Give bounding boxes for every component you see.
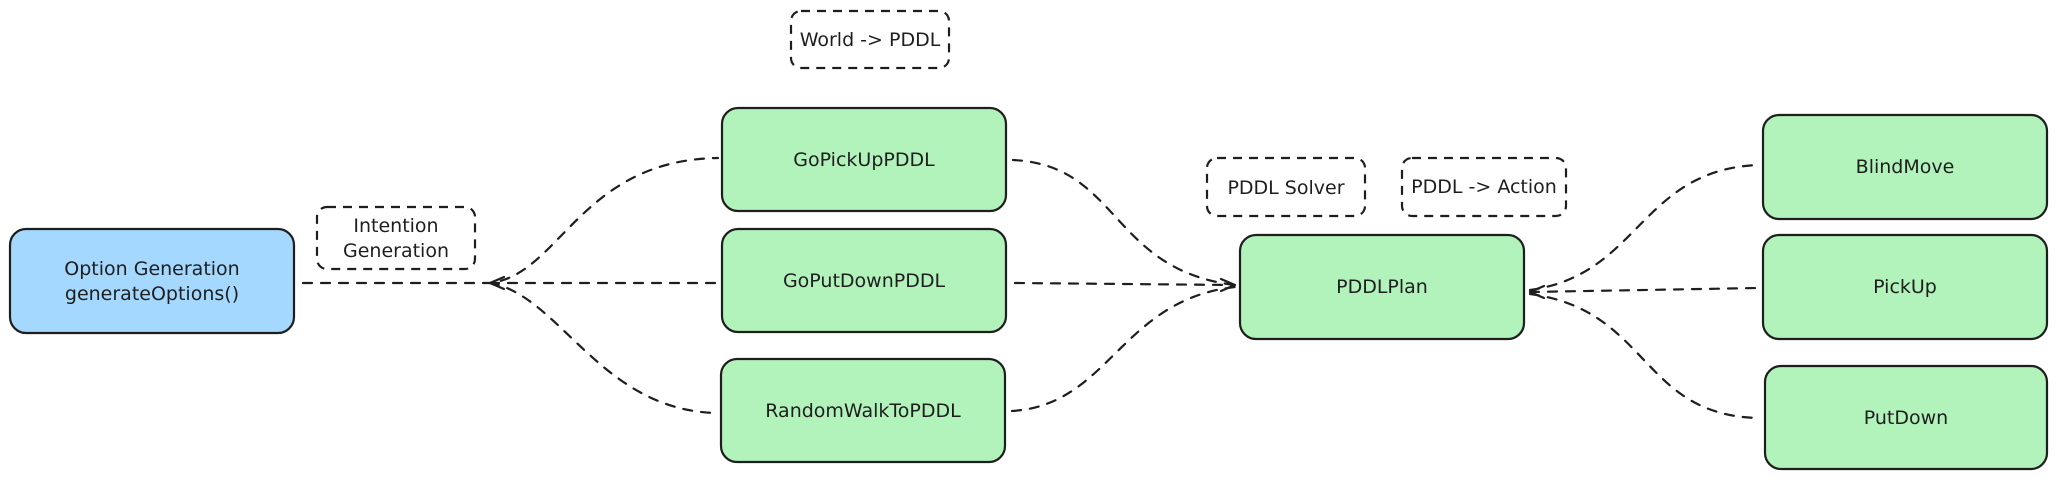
random-walk-to-pddl-label: RandomWalkToPDDL	[765, 400, 961, 422]
connectors-left	[301, 156, 720, 415]
arrowhead-branch	[488, 275, 506, 291]
connector-plan-to-putdown	[1528, 292, 1760, 420]
random-walk-to-pddl-node: RandomWalkToPDDL	[719, 357, 1007, 464]
pddl-solver-label: PDDL Solver	[1227, 177, 1344, 199]
connector-plan-to-blindmove	[1528, 163, 1760, 292]
pddl-plan-label: PDDLPlan	[1336, 276, 1428, 298]
connector-option-to-randomwalk	[488, 281, 718, 415]
random-walk-to-pddl-box	[719, 357, 1007, 464]
world-to-pddl-label: World -> PDDL	[800, 29, 941, 51]
connector-goputdown-to-plan	[1013, 281, 1237, 287]
connectors-right	[1528, 163, 1760, 420]
option-generation-title: Option Generation	[64, 258, 239, 280]
go-pick-up-pddl-box	[720, 106, 1008, 213]
option-generation-node: Option Generation generateOptions()	[8, 227, 296, 335]
pick-up-label: PickUp	[1873, 276, 1937, 298]
put-down-node: PutDown	[1763, 364, 2049, 471]
go-put-down-pddl-box	[720, 227, 1008, 334]
go-pick-up-pddl-label: GoPickUpPDDL	[793, 149, 935, 171]
arrowhead-actions	[1528, 284, 1546, 300]
arrowhead-plan	[1219, 277, 1237, 293]
pddl-solver-note-box	[1205, 156, 1367, 218]
connector-option-to-gopickup	[301, 156, 720, 285]
go-put-down-pddl-label: GoPutDownPDDL	[783, 270, 946, 292]
put-down-box	[1763, 364, 2049, 471]
pick-up-box	[1761, 233, 2049, 341]
pddl-plan-box	[1238, 233, 1526, 341]
pddl-to-action-note: PDDL -> Action	[1400, 156, 1568, 218]
go-put-down-pddl-node: GoPutDownPDDL	[720, 227, 1008, 334]
connector-plan-to-pickup	[1528, 286, 1760, 294]
connector-randomwalk-to-plan	[1010, 285, 1237, 413]
option-generation-function: generateOptions()	[65, 283, 239, 305]
world-to-pddl-note-box	[789, 9, 951, 70]
pick-up-node: PickUp	[1761, 233, 2049, 341]
blind-move-label: BlindMove	[1856, 156, 1955, 178]
pddl-plan-node: PDDLPlan	[1238, 233, 1526, 341]
connectors-middle	[1010, 158, 1237, 413]
intention-generation-note-box	[315, 205, 477, 271]
go-pick-up-pddl-node: GoPickUpPDDL	[720, 106, 1008, 213]
blind-move-node: BlindMove	[1761, 113, 2049, 221]
intention-generation-line1: Intention	[353, 215, 438, 237]
intention-generation-line2: Generation	[343, 240, 449, 262]
blind-move-box	[1761, 113, 2049, 221]
pddl-solver-note: PDDL Solver	[1205, 156, 1367, 218]
option-generation-box	[8, 227, 296, 335]
connector-gopickup-to-plan	[1011, 158, 1237, 287]
world-to-pddl-note: World -> PDDL	[789, 9, 951, 70]
pddl-to-action-label: PDDL -> Action	[1411, 176, 1557, 198]
put-down-label: PutDown	[1864, 407, 1948, 429]
intention-generation-note: Intention Generation	[315, 205, 477, 271]
pddl-to-action-note-box	[1400, 156, 1568, 218]
